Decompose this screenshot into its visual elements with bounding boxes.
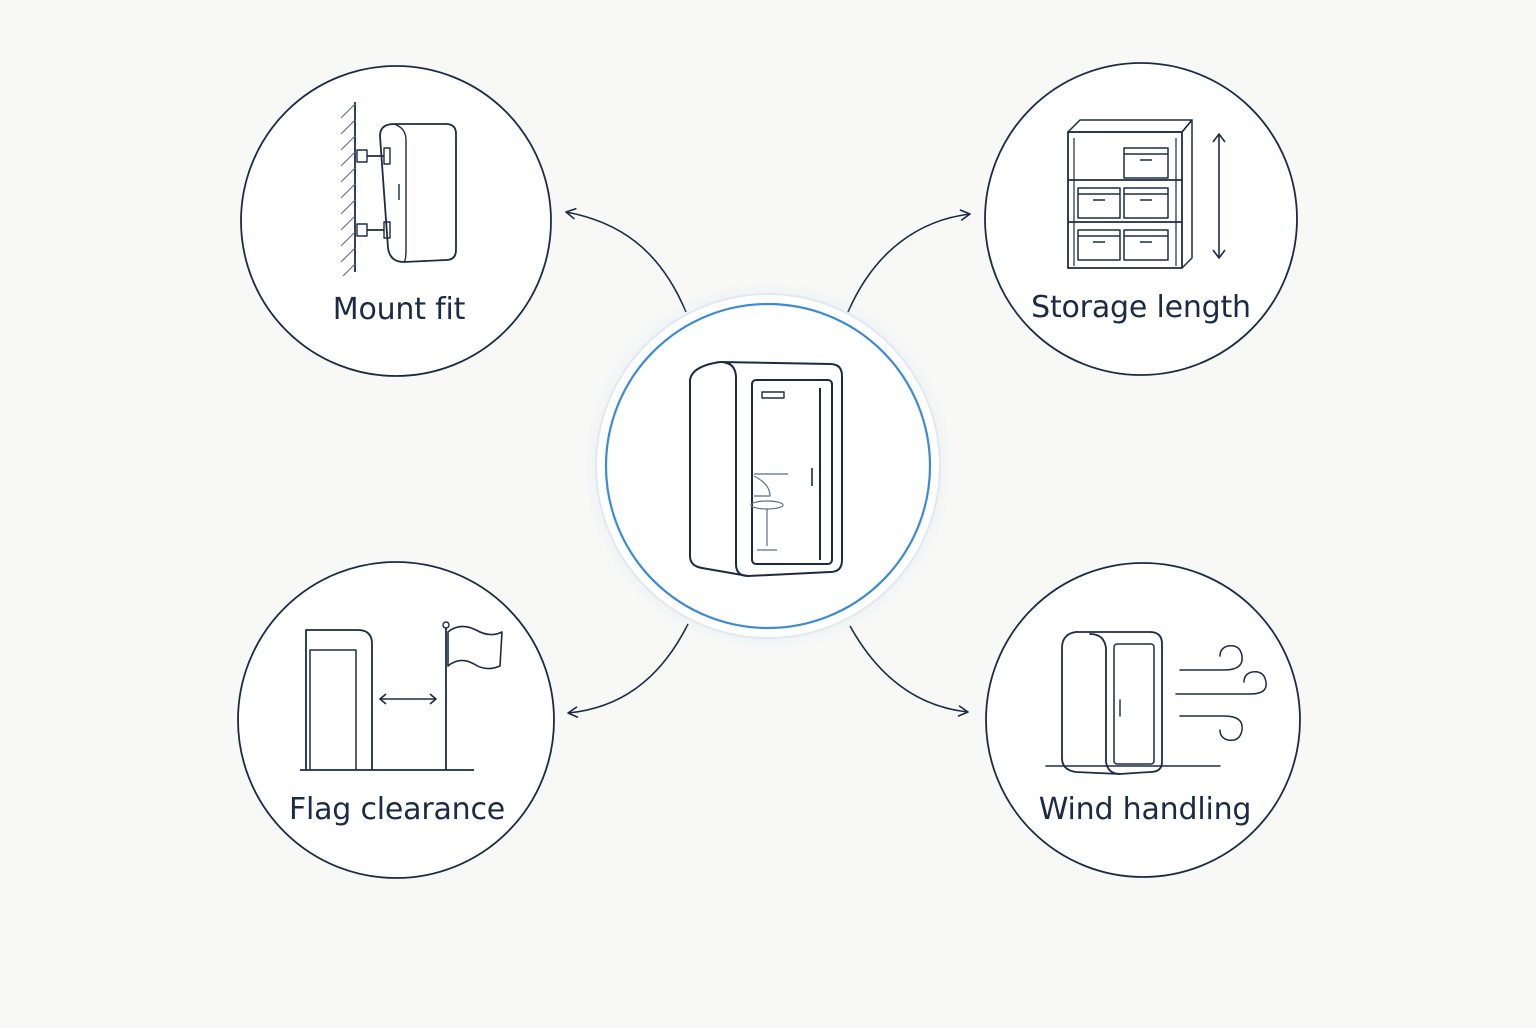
phone-booth-icon [689, 361, 843, 577]
wall-mount-icon [340, 102, 457, 277]
storage-shelf-icon [1067, 119, 1226, 269]
flag-clearance-icon [300, 621, 503, 771]
wind-icon [1045, 631, 1267, 775]
node-label-storage-length: Storage length [1031, 290, 1251, 325]
connectors [565, 207, 971, 718]
node-label-flag-clearance: Flag clearance [288, 792, 506, 827]
connector-mount [565, 207, 687, 313]
node-flag-circle [237, 561, 555, 879]
center-node [583, 281, 953, 651]
node-storage-circle [984, 62, 1298, 376]
connector-wind [849, 625, 969, 717]
connector-flag [567, 623, 689, 718]
node-label-wind-handling: Wind handling [1038, 792, 1252, 827]
connector-storage [847, 209, 971, 313]
node-mount-circle [240, 65, 552, 377]
node-wind-circle [985, 562, 1301, 878]
node-label-mount-fit: Mount fit [332, 292, 466, 327]
